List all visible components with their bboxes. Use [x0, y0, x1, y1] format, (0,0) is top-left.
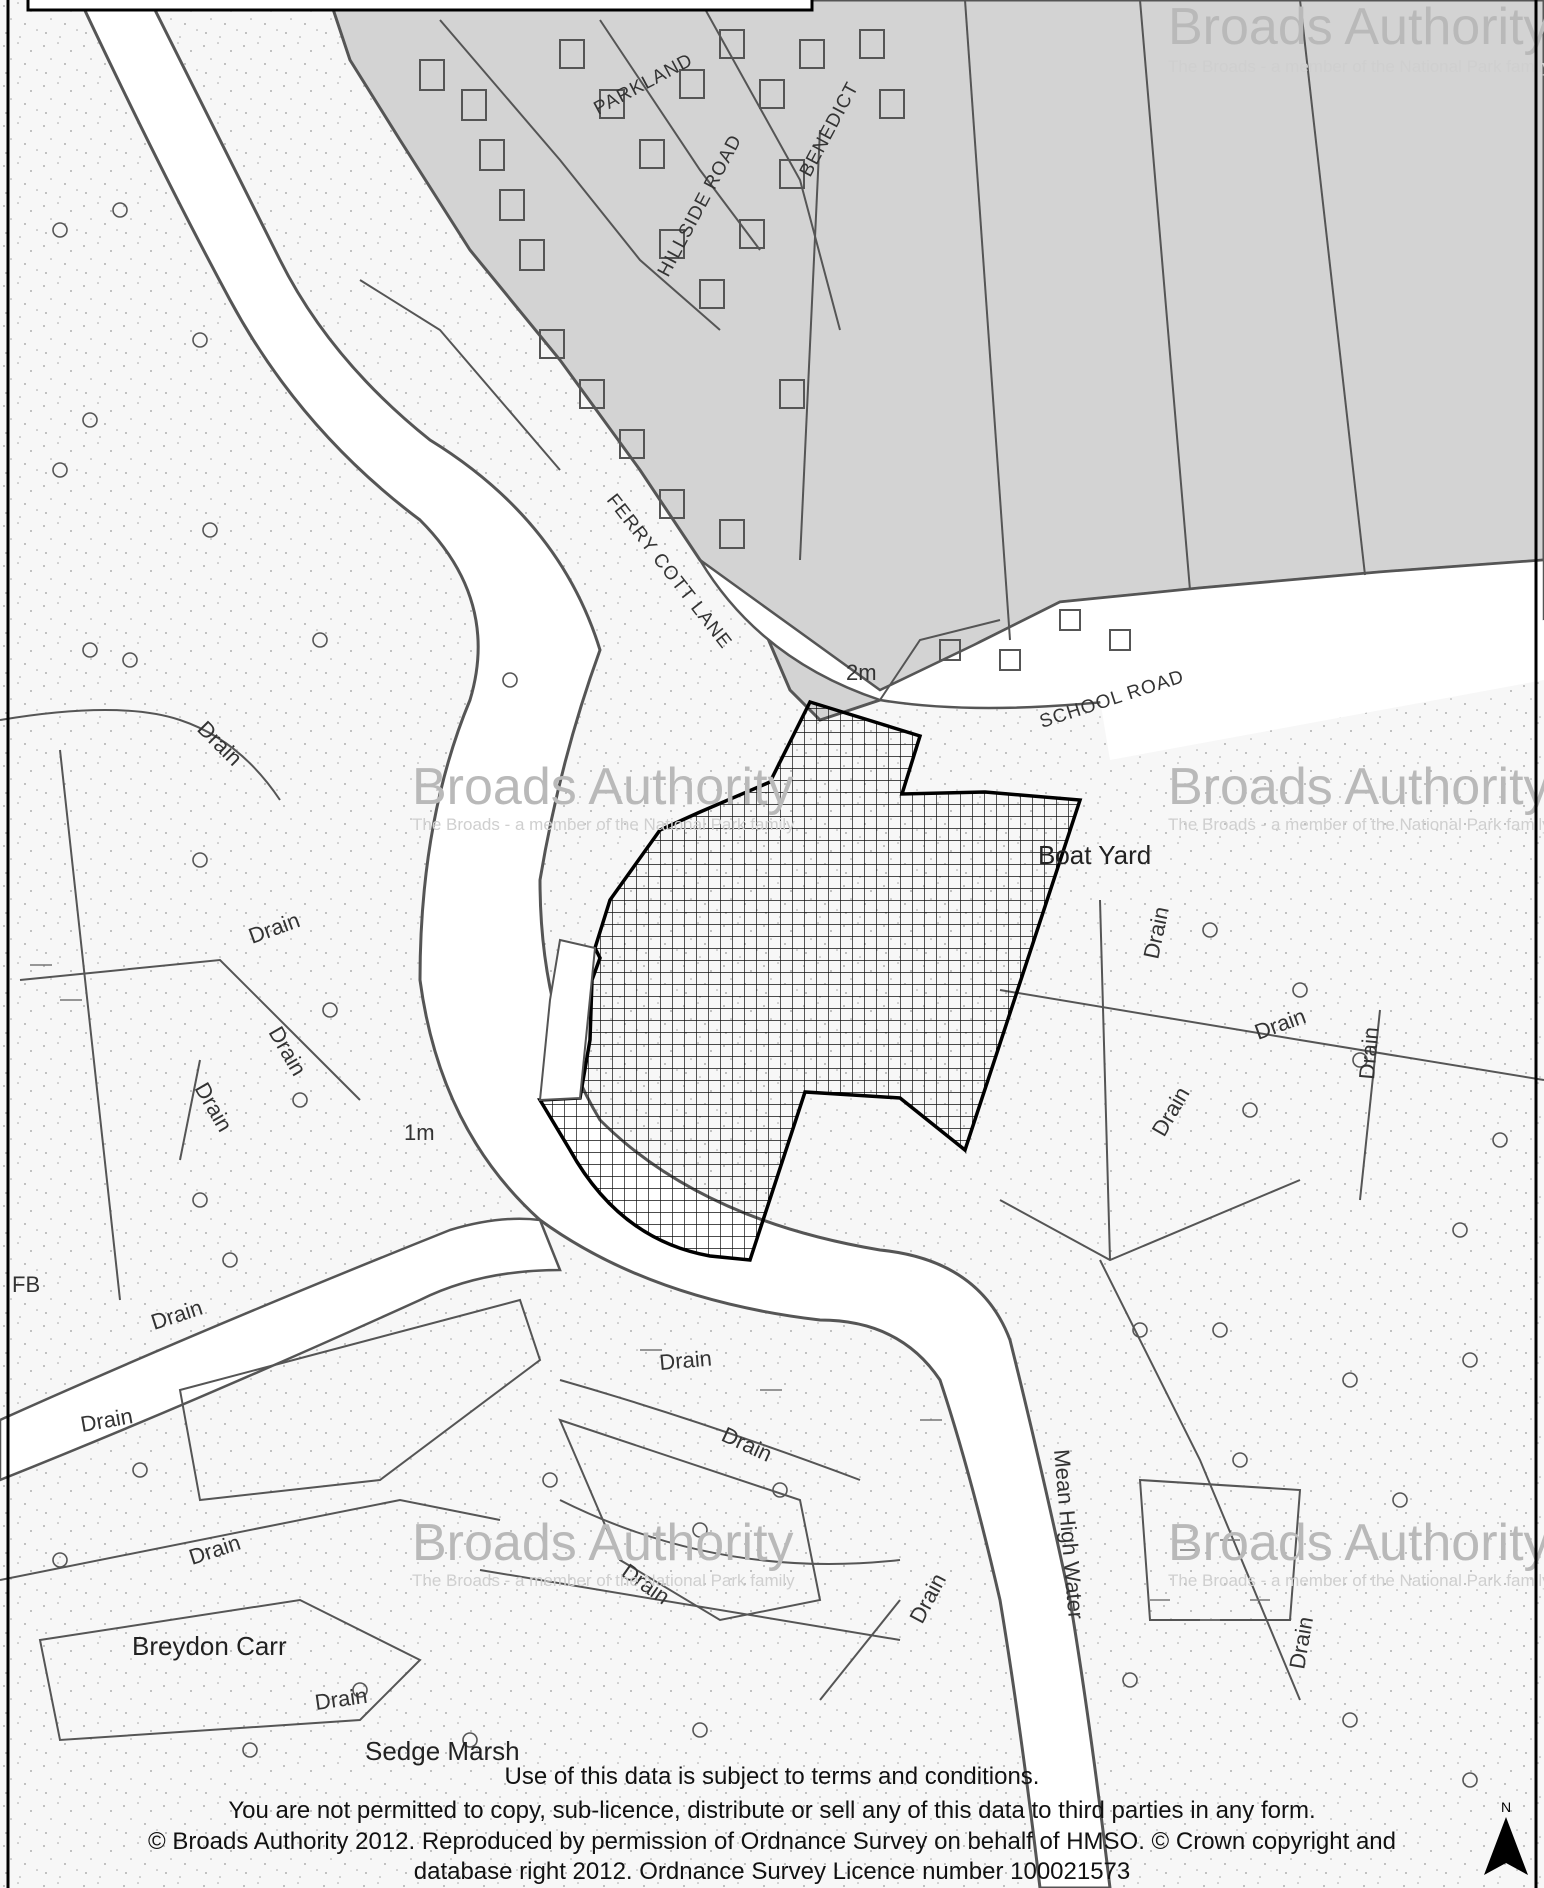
watermark-title: Broads Authority	[412, 1514, 794, 1572]
watermark-top-right: Broads Authority The Broads - a member o…	[1168, 0, 1544, 76]
site-boundary-hatched	[536, 699, 1083, 1262]
drains	[0, 709, 1544, 1701]
house-plots	[359, 0, 1131, 671]
marsh-dashes	[30, 964, 1270, 1621]
north-arrow-icon	[1484, 1817, 1528, 1875]
place-label-boat-yard: Boat Yard	[1038, 840, 1151, 870]
watermark-subtitle: The Broads - a member of the National Pa…	[412, 815, 795, 834]
north-letter: N	[1500, 1799, 1512, 1815]
north-arrow: N	[1484, 1799, 1528, 1880]
legal-notice-line-4: database right 2012. Ordnance Survey Lic…	[413, 1858, 1131, 1885]
spot-height-2m: 2m	[846, 660, 877, 685]
watermark-title: Broads Authority	[1168, 758, 1544, 816]
river-branch	[0, 1217, 562, 1482]
watermark-subtitle: The Broads - a member of the National Pa…	[1168, 1571, 1544, 1590]
legal-notice-line-3: © Broads Authority 2012. Reproduced by p…	[147, 1828, 1396, 1855]
watermark-center: Broads Authority The Broads - a member o…	[412, 758, 795, 834]
jetty-structure	[538, 938, 597, 1102]
tree-symbols	[52, 202, 1508, 1788]
watermark-subtitle: The Broads - a member of the National Pa…	[1168, 57, 1544, 76]
place-label-fb: FB	[12, 1272, 40, 1297]
drain-label: Drain	[658, 1345, 713, 1374]
watermark-title: Broads Authority	[412, 758, 794, 816]
watermark-right: Broads Authority The Broads - a member o…	[1168, 758, 1544, 834]
watermark-subtitle: The Broads - a member of the National Pa…	[1168, 815, 1544, 834]
watermark-title: Broads Authority	[1168, 0, 1544, 56]
watermark-bottom-left: Broads Authority The Broads - a member o…	[412, 1514, 795, 1590]
watermark-title: Broads Authority	[1168, 1514, 1544, 1572]
watermark-subtitle: The Broads - a member of the National Pa…	[412, 1571, 795, 1590]
place-label-breydon-carr: Breydon Carr	[132, 1631, 287, 1661]
river-channel	[78, 0, 1112, 1888]
drain-label: Drain	[1354, 1026, 1383, 1081]
road-east-fill	[1100, 620, 1544, 760]
legal-notice-line-1: Use of this data is subject to terms and…	[504, 1763, 1040, 1790]
watermark-bottom-right: Broads Authority The Broads - a member o…	[1168, 1514, 1544, 1590]
spot-height-1m: 1m	[404, 1120, 435, 1145]
map-frame	[6, 0, 1538, 1888]
place-label-sedge-marsh: Sedge Marsh	[365, 1736, 520, 1766]
title-box-edge	[26, 0, 814, 12]
field-boundaries	[799, 0, 1366, 701]
southern-fields	[38, 1298, 1302, 1742]
legal-notice-line-2: You are not permitted to copy, sub-licen…	[228, 1797, 1316, 1824]
